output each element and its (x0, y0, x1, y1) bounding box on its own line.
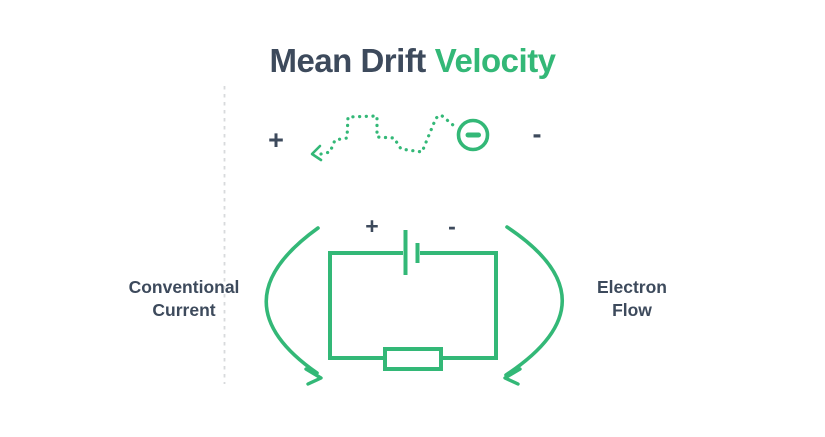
drift-path-arrowhead-icon (310, 144, 323, 162)
drift-negative-sign: - (532, 119, 542, 149)
drift-positive-sign: + (268, 125, 284, 155)
resistor-icon (383, 347, 443, 371)
conventional-current-label-line1: Conventional (128, 277, 240, 297)
electron-icon (456, 118, 490, 152)
electron-flow-arc (504, 225, 565, 377)
battery-icon (403, 230, 420, 275)
conventional-current-arc (264, 226, 320, 375)
conventional-current-label-line2: Current (152, 300, 216, 320)
conventional-current-arrow (264, 226, 323, 386)
electron-circle (456, 118, 490, 152)
title-part-green: Velocity (434, 42, 556, 79)
conventional-current-arrowhead-icon (304, 367, 323, 386)
circuit-icon (328, 230, 498, 371)
title-part-navy: Mean Drift (269, 42, 426, 79)
circuit-wire-right (420, 251, 498, 360)
circuit-wire-left (328, 251, 403, 360)
electron-flow-label-line2: Flow (612, 300, 652, 320)
battery-positive-sign: + (365, 213, 379, 239)
drift-path-dotted (319, 113, 455, 156)
electron-flow-arrowhead-icon (503, 367, 522, 386)
electron-flow-arrow (503, 225, 565, 386)
electron-flow-label: Electron Flow (550, 276, 714, 322)
conventional-current-label: Conventional Current (102, 276, 266, 322)
battery-negative-sign: - (448, 213, 456, 239)
electron-flow-label-line1: Electron (596, 277, 668, 297)
